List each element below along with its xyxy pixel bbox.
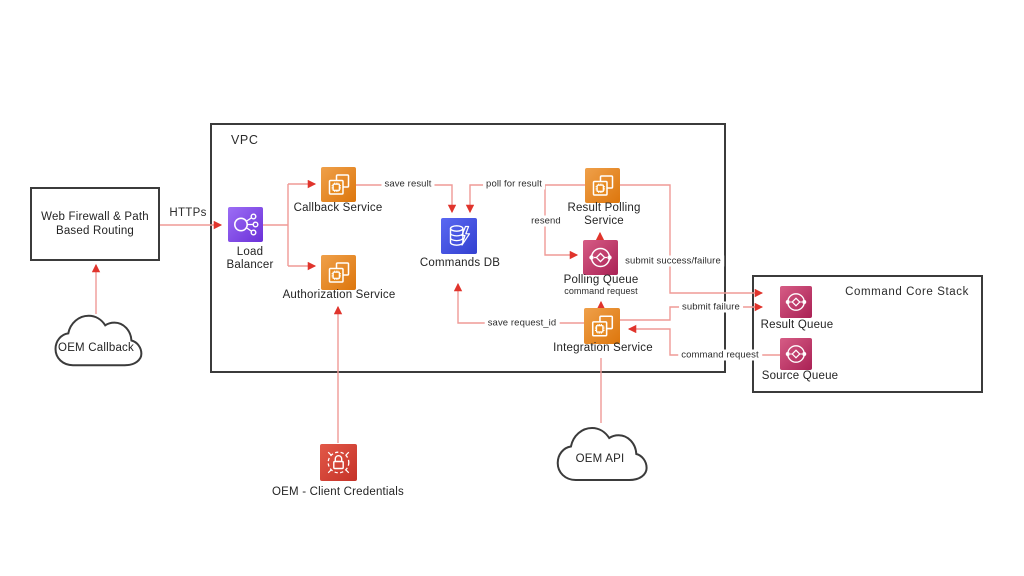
database-lightning-icon [441,218,477,254]
edge-label-submit-success-failure: submit success/failure [622,255,724,267]
compute-chip-icon [585,168,620,203]
result-polling-service-label: Result Polling Service [567,202,641,227]
queue-icon [780,338,812,370]
oem-api-cloud-label: OEM API [575,453,625,465]
authorization-service-label: Authorization Service [282,289,396,301]
credentials-lock-icon [320,444,357,481]
source-queue-label: Source Queue [761,370,839,382]
queue-icon [583,240,618,275]
edge-resend [544,185,579,260]
compute-chip-icon [321,167,356,202]
edge-submit-success-failure [620,184,764,298]
edge-label-save-request-id: save request_id [484,317,560,329]
compute-chip-icon [584,308,620,344]
load-balancer-icon [228,207,263,242]
integration-service-label: Integration Service [553,342,653,354]
edge-label-poll-for-result: poll for result [483,178,545,190]
command-core-stack-label: Command Core Stack [845,286,969,298]
edge-label-command-request-polling-queue: command request [561,286,641,296]
vpc-label: VPC [231,133,259,147]
callback-service-label: Callback Service [293,202,383,214]
compute-chip-icon [321,255,356,290]
web-firewall-label: Web Firewall & Path Based Routing [41,210,149,237]
web-firewall-box: Web Firewall & Path Based Routing [30,187,160,261]
queue-icon [780,286,812,318]
edge-poll-for-result [465,184,585,214]
edge-label-command-request-source-queue: command request [678,349,762,361]
oem-callback-cloud-shape [56,316,142,365]
commands-db-label: Commands DB [419,257,501,269]
edge-label-https: HTTPs [166,207,210,219]
oem-api-cloud-shape [558,428,647,480]
edge-label-submit-failure: submit failure [679,301,743,313]
command-core-stack-box: Command Core Stack [752,275,983,393]
polling-queue-label: Polling Queue [563,274,639,286]
oem-client-credentials-label: OEM - Client Credentials [272,486,404,498]
edge-label-save-result: save result [381,178,435,190]
edge-label-resend: resend [528,215,564,227]
load-balancer-label: Load Balancer [226,246,274,271]
result-queue-label: Result Queue [760,319,834,331]
edge-load-balancer-branch [263,184,289,266]
oem-callback-cloud-label: OEM Callback [58,342,134,354]
vpc-box: VPC [210,123,726,373]
